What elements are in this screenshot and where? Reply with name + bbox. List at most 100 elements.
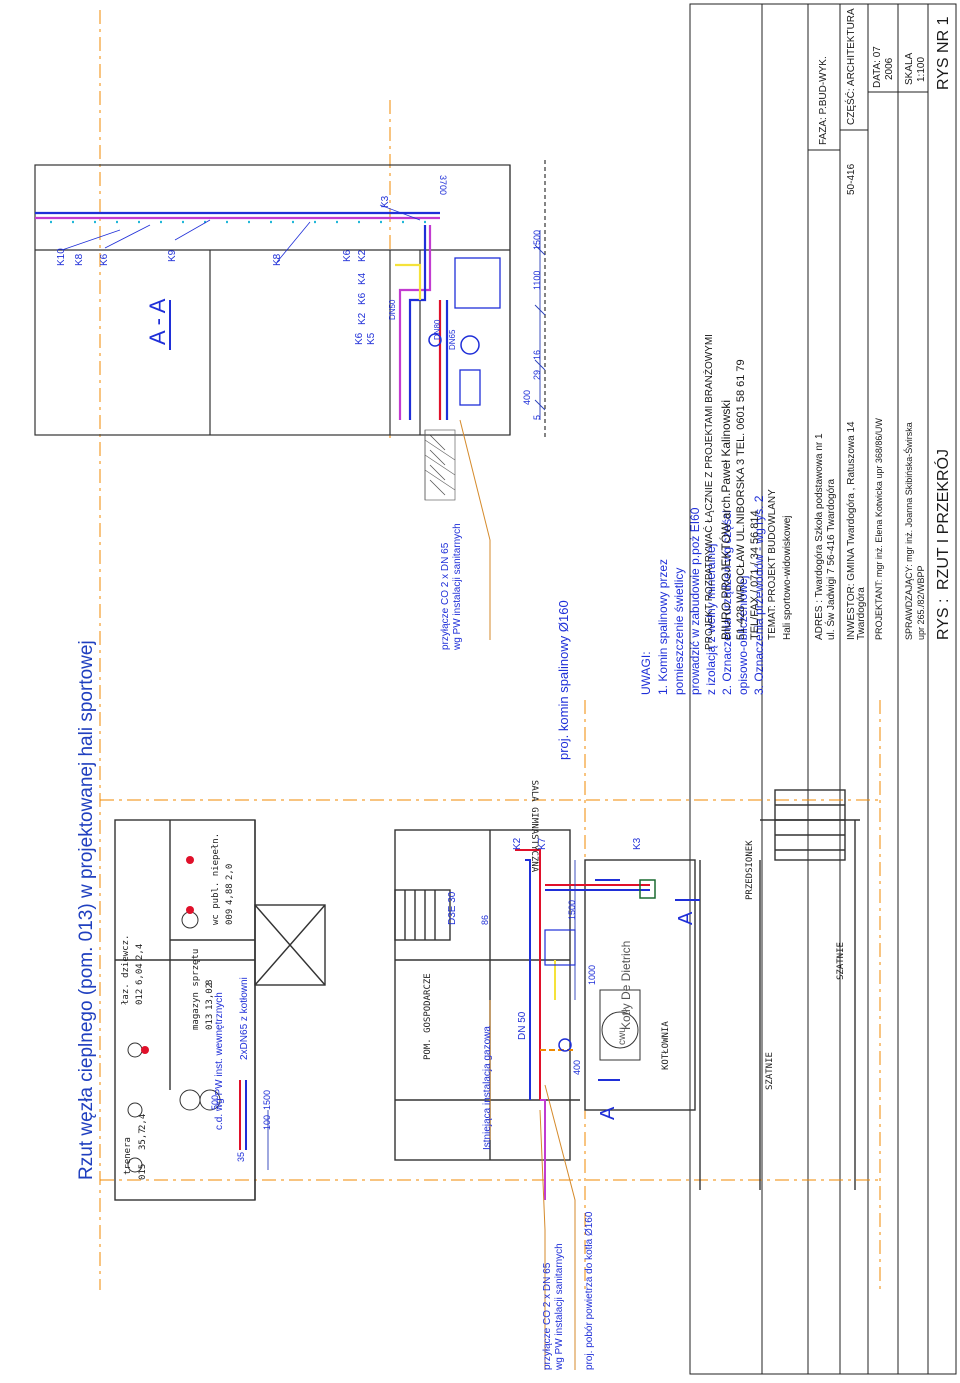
- room-trainer-4: 2,4: [138, 1114, 148, 1130]
- plan-pipe-tags: K2 K7 K3: [512, 837, 643, 850]
- notes-heading: UWAGI:: [639, 651, 653, 695]
- label-boilers: Kotły De Dietrich: [619, 941, 633, 1030]
- label-flue: proj. komin spalinowy Ø160: [556, 600, 571, 760]
- tb-date-year: 2006: [884, 57, 895, 80]
- section-dn50: DN50: [388, 299, 397, 320]
- plan-walls: [114, 789, 860, 1201]
- section-leaders: [61, 204, 421, 263]
- room-girls-1: łaz. dziewcz.: [121, 935, 131, 1005]
- leader-lines: [459, 419, 576, 1370]
- section-pipe-tags: K10 K8 K6 K9 K8 K6 K2 K4 K6 K2 K6 K5 K3: [56, 195, 391, 345]
- dim-86: 86: [480, 915, 490, 925]
- notes-line-1: 1. Komin spalinowy przez: [656, 559, 670, 695]
- tag-k4: K4: [357, 272, 368, 285]
- title-block: [689, 3, 957, 1375]
- tb-address-2: ul. Św Jadwigi 7 56-416 Twardogóra: [824, 479, 837, 640]
- room-utility: POM. GOSPODARCZE: [423, 973, 433, 1060]
- dim-1500-plan: 1500: [262, 1090, 272, 1110]
- tb-phone: TEL/FAX / 071 / 34 56 814: [749, 510, 761, 640]
- room-trainer-1: trenera: [123, 1137, 133, 1175]
- dim-1500: 1500: [532, 230, 542, 250]
- dim-29: 29: [532, 370, 542, 380]
- tag-k3: K3: [380, 195, 391, 208]
- tag-k6-d: K6: [354, 332, 365, 345]
- plan-pipes: [239, 849, 656, 1200]
- label-dn50: DN 50: [517, 1011, 528, 1040]
- room-vestibule: PRZEDSIONEK: [745, 840, 755, 900]
- tb-phase: FAZA: P.BUD-WYK.: [818, 56, 829, 145]
- tb-checker-2: upr 265./82/WBPP: [916, 565, 926, 640]
- dim-1500-plan2: 1500: [567, 900, 577, 920]
- room-girls-3: 6,04: [135, 963, 145, 985]
- dimensions: 3700 1100 1500 16 29 400 5 35 100 1500 5…: [210, 175, 597, 1162]
- room-changing: SZATNIE: [765, 1052, 775, 1090]
- notes-line-7: 3. Oznaczenia przewodów - wg rys. 2: [752, 495, 766, 695]
- tb-scale: 1:100: [916, 57, 927, 82]
- room-girls-2: 012: [135, 989, 145, 1005]
- section-annotations: DN50 DN80 DN65: [388, 299, 457, 350]
- plan-fixtures: [127, 911, 641, 1173]
- notes-line-5: 2. Oznaczenia urządzeń wg części: [720, 510, 734, 695]
- tag-k6-c: K6: [357, 292, 368, 305]
- room-girls-4: 2,4: [135, 944, 145, 960]
- room-gym-hall: SALA GIMNASTYCZNA: [529, 780, 539, 873]
- tb-office: BIURO PROJEKTÓW arch.Paweł Kalinowski: [718, 400, 733, 640]
- section-marker-a-2: A: [675, 911, 697, 925]
- label-existing-gas: Istniejąca instalacja gazowa: [482, 1026, 493, 1150]
- tb-designer: PROJEKTANT: mgr inż. Elena Kotwicka upr …: [874, 418, 884, 640]
- tb-checker-1: SPRAWDZAJĄCY: mgr inż. Joanna Skibińska-…: [903, 422, 914, 640]
- notes-line-6: opisowo-obliczeniowej: [736, 576, 750, 695]
- section-marker-a-1: A: [597, 1106, 619, 1120]
- notes-line-2: pomieszczenie świetlicy: [672, 568, 686, 695]
- tb-investor-2: Twardogóra: [856, 587, 867, 640]
- section-dn80: DN80: [433, 319, 442, 340]
- plan-red-dots: [141, 856, 194, 1054]
- label-co-section-1: przyłącze CO 2 x DN 65: [440, 542, 451, 650]
- tb-scale-label: SKALA: [904, 52, 915, 85]
- room-changing-2: SZATNIE: [836, 942, 846, 980]
- tag-k6-a: K6: [99, 253, 110, 266]
- tag-plan-k2: K2: [512, 837, 523, 850]
- tb-part: CZĘŚĆ: ARCHITEKTURA: [844, 8, 857, 125]
- room-wc-3: 4,88: [225, 883, 235, 905]
- grid-axes: [99, 10, 881, 1290]
- plan-annotations: c.d. wg PW inst. wewnętrznych 2xDN65 z k…: [214, 941, 633, 1150]
- notes-line-4: z izolacją z wełny mineralnej: [704, 544, 718, 695]
- notes-line-3: prowadzić w zabudowie p.poż EI60: [688, 507, 702, 695]
- section-title: A - A: [145, 298, 170, 345]
- dim-d3e: D3E 30: [447, 891, 458, 925]
- room-boiler: KOTŁOWNIA: [661, 1021, 671, 1070]
- tb-drawing-name: RZUT I PRZEKRÓJ: [933, 449, 952, 590]
- tag-k8-a: K8: [74, 253, 85, 266]
- section-ground: [424, 430, 446, 500]
- label-boiler-pipes: 2xDN65 z kotłowni: [239, 977, 250, 1060]
- section-pipes: [35, 211, 501, 420]
- dim-35: 35: [236, 1152, 246, 1162]
- label-internal-water: c.d. wg PW inst. wewnętrznych: [214, 992, 225, 1130]
- room-labels: trenera 015 35,7 2,4 łaz. dziewcz. 012 6…: [121, 780, 846, 1180]
- room-trainer-2: 015: [138, 1164, 148, 1180]
- dim-400-plan: 400: [572, 1060, 582, 1075]
- title-block-text: PROJEKT ROZPATRYWAĆ ŁĄCZNIE Z PROJEKTAMI…: [702, 8, 952, 650]
- dim-100: 100: [262, 1115, 272, 1130]
- tb-drawing-no: RYS NR 1: [935, 16, 952, 90]
- tb-drawing-label: RYS :: [935, 599, 952, 641]
- tag-k6-b: K6: [342, 249, 353, 262]
- room-storage-2: 013: [205, 1014, 215, 1030]
- drawing-title: Rzut węzła cieplnego (pom. 013) w projek…: [76, 640, 97, 1180]
- room-wc-4: 2,0: [225, 864, 235, 880]
- dim-1000: 1000: [587, 965, 597, 985]
- tag-k2-a: K2: [357, 249, 368, 262]
- label-co-plan-1: przyłącze CO 2 x DN 65: [542, 1262, 553, 1370]
- label-co-section-2: wg PW instalacji sanitarnych: [452, 523, 463, 651]
- dim-1100: 1100: [532, 271, 542, 290]
- tag-k8-b: K8: [272, 253, 283, 266]
- tb-investor-zip: 50-416: [846, 163, 857, 195]
- dim-500: 500: [210, 1095, 220, 1110]
- section-dn65: DN65: [448, 329, 457, 350]
- label-air-intake: proj. pobór powietrza do kotła Ø160: [584, 1211, 595, 1370]
- room-storage-1: magazyn sprzętu: [191, 949, 201, 1030]
- room-wc-2: 009: [225, 909, 235, 925]
- section-marker-lines: [595, 879, 700, 1081]
